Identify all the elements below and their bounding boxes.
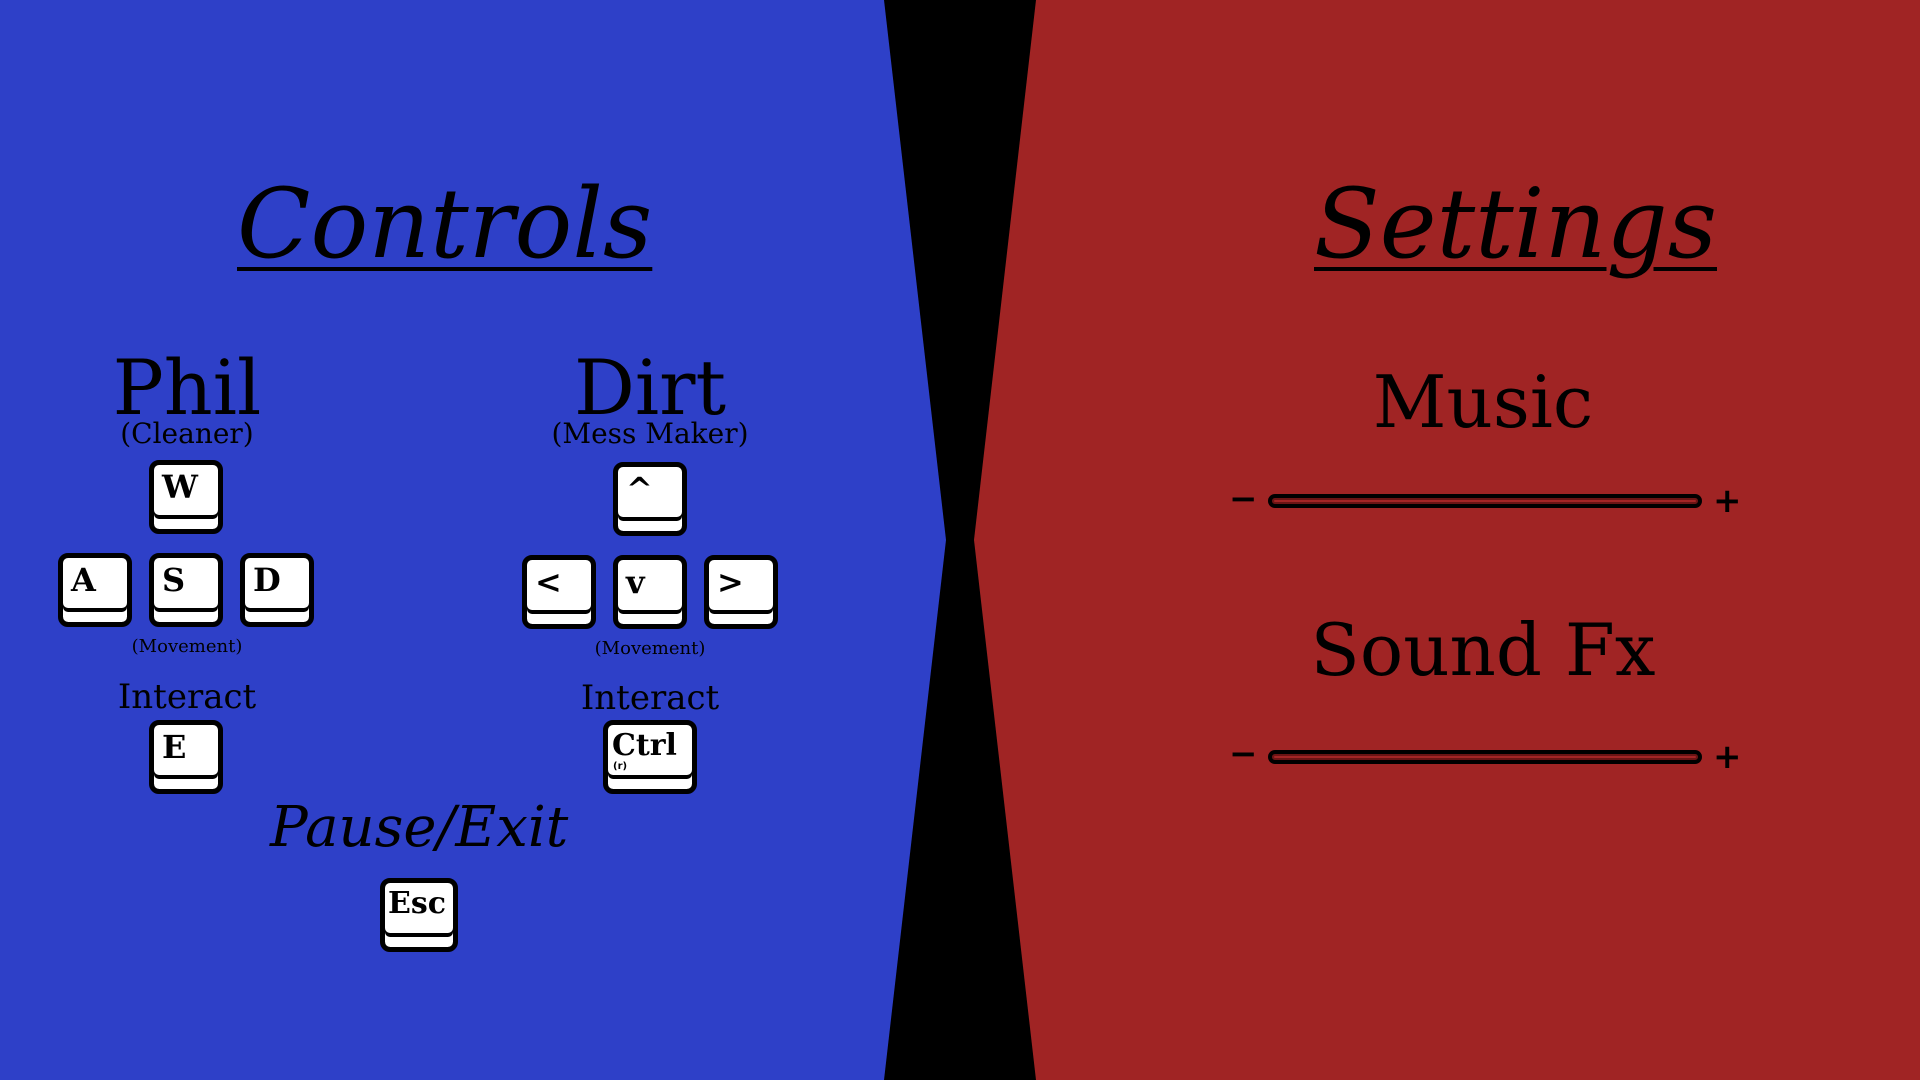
dirt-name: Dirt [573, 343, 727, 432]
sound-fx-label: Sound Fx [1310, 608, 1656, 692]
controls-title: Controls [237, 168, 653, 280]
key-arrow-right: > [704, 555, 778, 629]
phil-interact-label: Interact [117, 677, 257, 717]
phil-movement-label: (Movement) [131, 636, 243, 657]
settings-panel [974, 0, 1920, 1080]
key-w: W [149, 460, 223, 534]
key-s: S [149, 553, 223, 627]
music-increase-button[interactable]: + [1713, 481, 1742, 521]
sound-fx-slider[interactable] [1268, 750, 1702, 764]
phil-role: (Cleaner) [120, 417, 254, 450]
sound-fx-increase-button[interactable]: + [1713, 737, 1742, 777]
phil-name: Phil [112, 343, 262, 432]
sound-fx-decrease-button[interactable]: − [1229, 734, 1258, 774]
key-ctrl: Ctrl (r) [603, 720, 697, 794]
dirt-movement-label: (Movement) [594, 638, 706, 659]
music-decrease-button[interactable]: − [1229, 479, 1258, 519]
controls-panel [0, 0, 946, 1080]
key-esc: Esc [380, 878, 458, 952]
music-label: Music [1372, 360, 1594, 444]
key-a: A [58, 553, 132, 627]
dirt-interact-label: Interact [580, 678, 720, 718]
key-e: E [149, 720, 223, 794]
settings-title: Settings [1314, 168, 1717, 280]
key-arrow-down: v [613, 555, 687, 629]
dirt-role: (Mess Maker) [551, 417, 749, 450]
key-arrow-left: < [522, 555, 596, 629]
music-slider[interactable] [1268, 494, 1702, 508]
pause-exit-label: Pause/Exit [270, 795, 569, 860]
key-arrow-up: ^ [613, 462, 687, 536]
key-d: D [240, 553, 314, 627]
